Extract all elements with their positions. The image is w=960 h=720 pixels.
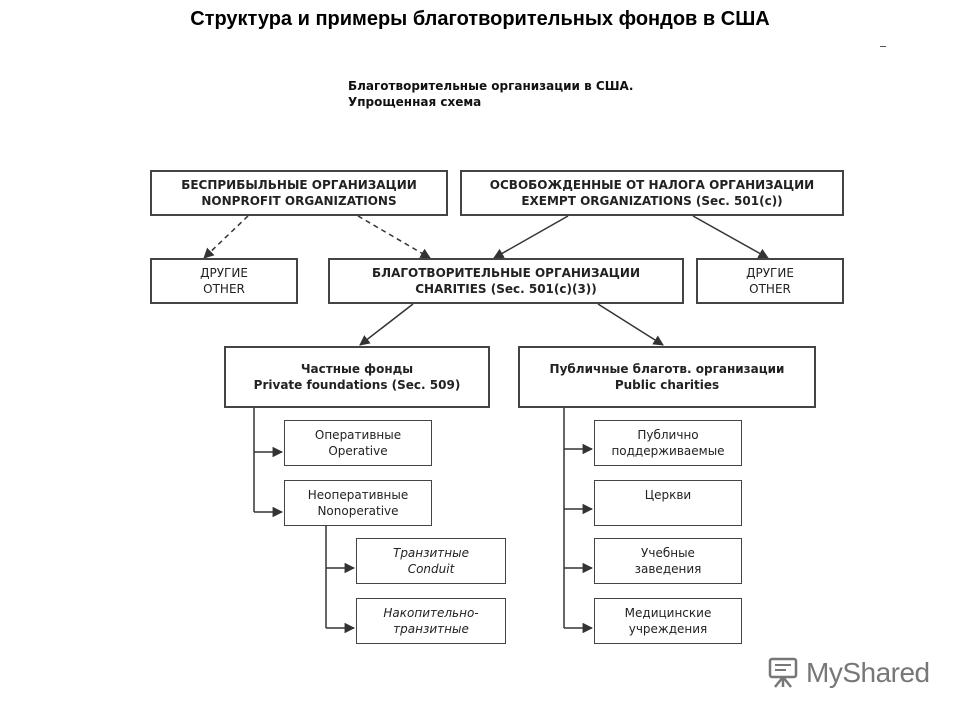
publicly-supported-label-line2: поддерживаемые	[611, 444, 725, 458]
conduit-label-ru: Транзитные	[392, 546, 470, 560]
medical-label-line1: Медицинские	[624, 606, 712, 620]
nonprofit-label-ru: БЕСПРИБЫЛЬНЫЕ ОРГАНИЗАЦИИ	[181, 178, 417, 192]
diagram-connectors	[203, 215, 769, 634]
exempt-label-en: EXEMPT ORGANIZATIONS (Sec. 501(c))	[521, 194, 783, 208]
private-foundations-label-ru: Частные фонды	[300, 362, 414, 376]
schools-box: Учебные заведения	[594, 538, 742, 584]
churches-box: Церкви	[594, 480, 742, 526]
charities-label-ru: БЛАГОТВОРИТЕЛЬНЫЕ ОРГАНИЗАЦИИ	[371, 266, 640, 280]
watermark-logo: MyShared	[766, 656, 930, 690]
conduit-label-en: Conduit	[407, 562, 455, 576]
accumulative-label-line2: транзитные	[393, 622, 469, 636]
page-title: Структура и примеры благотворительных фо…	[190, 8, 770, 30]
operative-box: Оперативные Operative	[284, 420, 432, 466]
nonprofit-label-en: NONPROFIT ORGANIZATIONS	[201, 194, 397, 208]
nonoperative-label-en: Nonoperative	[317, 504, 399, 518]
diagram-title: Благотворительные организации в США. Упр…	[348, 78, 633, 110]
public-charities-label-ru: Публичные благотв. организации	[549, 362, 785, 376]
nonoperative-box: Неоперативные Nonoperative	[284, 480, 432, 526]
schools-label-line1: Учебные	[641, 546, 695, 560]
other-left-label-en: OTHER	[203, 282, 245, 296]
exempt-box: ОСВОБОЖДЕННЫЕ ОТ НАЛОГА ОРГАНИЗАЦИИ EXEM…	[460, 170, 844, 216]
churches-label: Церкви	[644, 488, 692, 502]
conduit-box: Транзитные Conduit	[356, 538, 506, 584]
connector-charities-private	[359, 303, 414, 346]
operative-label-ru: Оперативные	[314, 428, 402, 442]
schools-label-line2: заведения	[634, 562, 702, 576]
public-charities-label-en: Public charities	[614, 378, 720, 392]
accumulative-box: Накопительно- транзитные	[356, 598, 506, 644]
diagram-panel: Благотворительные организации в США. Упр…	[128, 46, 888, 694]
other-left-box: ДРУГИЕ OTHER	[150, 258, 298, 304]
nonoperative-label-ru: Неоперативные	[307, 488, 409, 502]
other-right-label-en: OTHER	[749, 282, 791, 296]
accumulative-label-line1: Накопительно-	[383, 606, 479, 620]
diagram-title-line2: Упрощенная схема	[348, 95, 482, 109]
medical-box: Медицинские учреждения	[594, 598, 742, 644]
charities-label-en: CHARITIES (Sec. 501(c)(3))	[415, 282, 597, 296]
connector-charities-public	[597, 303, 664, 346]
exempt-label-ru: ОСВОБОЖДЕННЫЕ ОТ НАЛОГА ОРГАНИЗАЦИИ	[489, 178, 815, 192]
private-foundations-label-en: Private foundations (Sec. 509)	[253, 378, 461, 392]
dashed-connector-nonprofit-charities	[357, 215, 431, 259]
other-right-box: ДРУГИЕ OTHER	[696, 258, 844, 304]
other-left-label-ru: ДРУГИЕ	[200, 266, 248, 280]
connector-exempt-charities	[493, 215, 569, 259]
panel-corner-tick	[880, 46, 886, 47]
publicly-supported-box: Публично поддерживаемые	[594, 420, 742, 466]
publicly-supported-label-line1: Публично	[637, 428, 699, 442]
presentation-board-icon	[768, 657, 798, 688]
nonprofit-box: БЕСПРИБЫЛЬНЫЕ ОРГАНИЗАЦИИ NONPROFIT ORGA…	[150, 170, 448, 216]
diagram-title-line1: Благотворительные организации в США.	[348, 79, 634, 93]
private-foundations-box: Частные фонды Private foundations (Sec. …	[224, 346, 490, 408]
watermark-text: MyShared	[806, 657, 930, 688]
medical-label-line2: учреждения	[628, 622, 708, 636]
charities-box: БЛАГОТВОРИТЕЛЬНЫЕ ОРГАНИЗАЦИИ CHARITIES …	[328, 258, 684, 304]
operative-label-en: Operative	[328, 444, 388, 458]
other-right-label-ru: ДРУГИЕ	[746, 266, 794, 280]
dashed-connector-nonprofit-other	[203, 215, 249, 259]
public-charities-box: Публичные благотв. организации Public ch…	[518, 346, 816, 408]
connector-exempt-other	[692, 215, 769, 259]
